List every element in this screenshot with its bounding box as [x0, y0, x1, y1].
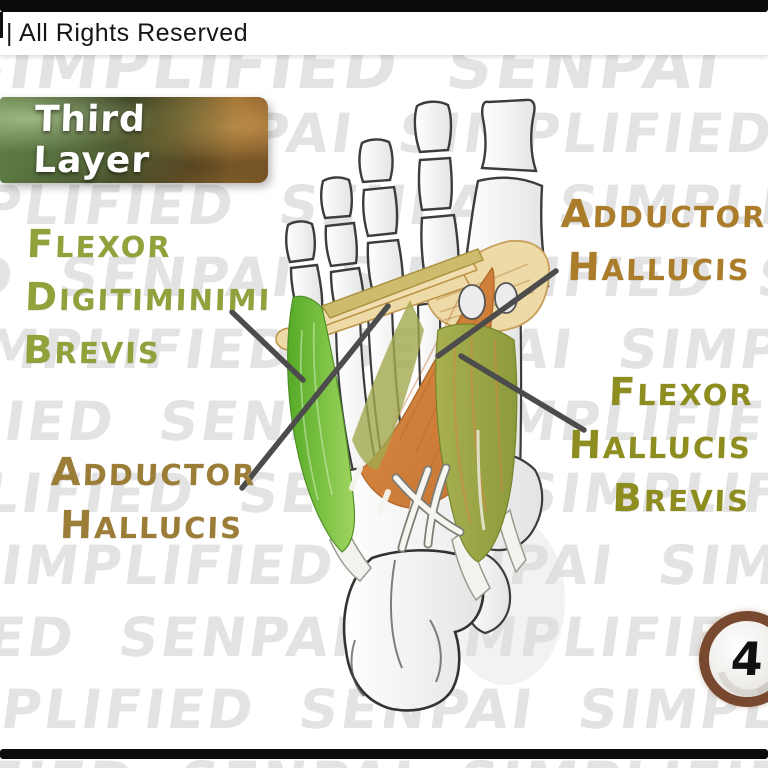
label-line: DIGITIMINIMI: [24, 275, 272, 321]
label-line: ADDUCTOR: [50, 450, 258, 495]
flexor-hallucis-brevis-muscle: [435, 323, 527, 602]
banner-title: Third Layer: [32, 99, 151, 181]
label-flexor-hallucis-brevis: FLEXOR HALLUCIS BREVIS: [509, 366, 755, 526]
label-line: HALLUCIS: [566, 245, 752, 291]
toe-bones: [285, 98, 550, 322]
label-line: HALLUCIS: [59, 503, 244, 549]
header-band: | All Rights Reserved: [0, 12, 768, 55]
label-line: FLEXOR: [608, 370, 755, 415]
label-line: BREVIS: [22, 328, 162, 374]
slide-number-badge: 4: [699, 611, 768, 707]
label-line: HALLUCIS: [568, 423, 753, 469]
leader-line-adductor-hallucis-bottom: [239, 303, 391, 491]
slide-number: 4: [729, 632, 765, 686]
heel-contour-lines: [350, 559, 442, 697]
label-line: BREVIS: [611, 476, 751, 522]
label-flexor-digiti-minimi-brevis: FLEXOR DIGITIMINIMI BREVIS: [22, 218, 274, 378]
label-adductor-hallucis-bottom: ADDUCTOR HALLUCIS: [48, 446, 257, 552]
rights-reserved-text: | All Rights Reserved: [6, 19, 249, 47]
left-border-sliver: [0, 12, 3, 38]
adductor-hallucis-transverse-head: [275, 239, 550, 351]
top-border-bar: [0, 0, 768, 12]
third-layer-banner: Third Layer: [0, 97, 268, 183]
leader-line-flexor-hallucis-brevis: [458, 353, 587, 433]
leader-line-adductor-hallucis-top: [435, 268, 559, 359]
sesamoid-bones: [458, 282, 518, 320]
label-line: FLEXOR: [26, 222, 173, 267]
label-line: ADDUCTOR: [560, 192, 768, 237]
bottom-border-bar: [0, 749, 768, 759]
flexor-digiti-minimi-brevis-muscle: [287, 295, 372, 583]
label-adductor-hallucis-top: ADDUCTOR HALLUCIS: [558, 188, 768, 294]
flexor-tendons: [391, 463, 465, 553]
leader-line-flexor-digiti-minimi: [229, 309, 306, 383]
